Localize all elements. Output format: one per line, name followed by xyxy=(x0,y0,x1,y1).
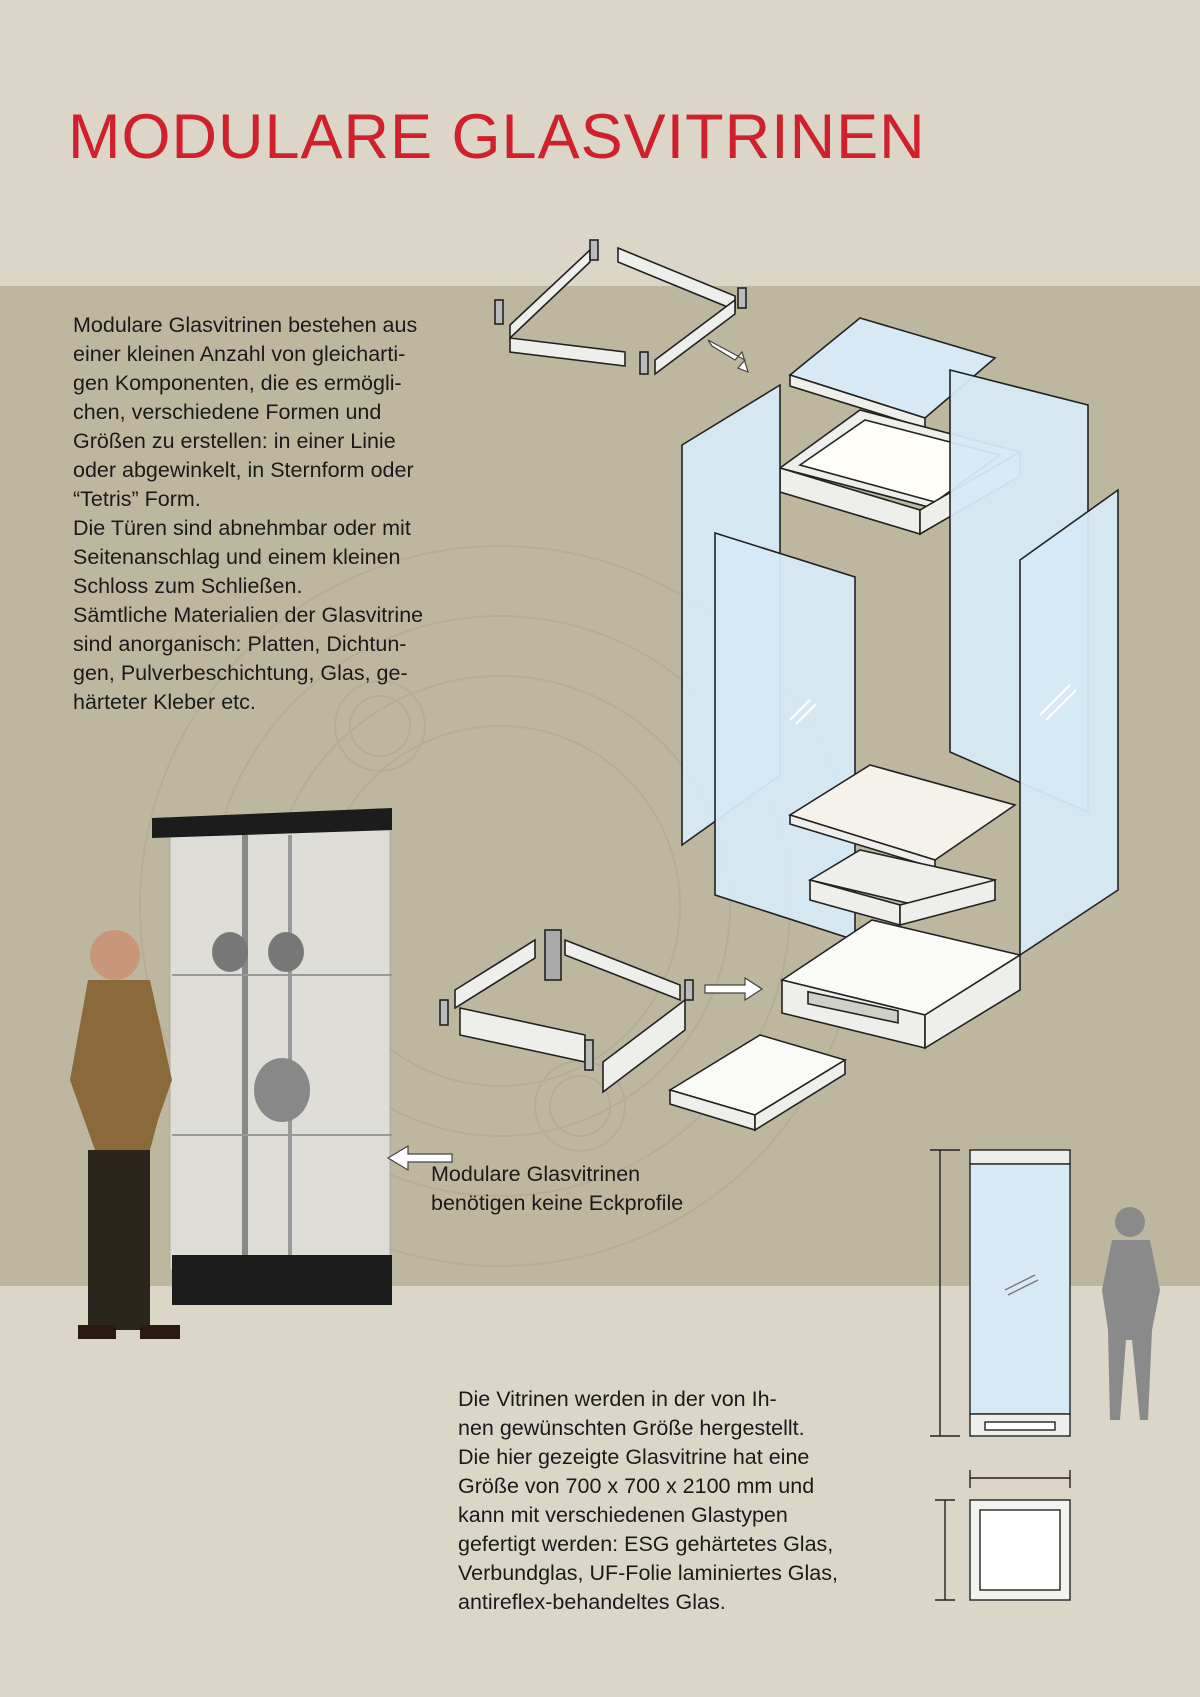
size-line: Die hier gezeigte Glasvitrine hat eine xyxy=(458,1445,810,1469)
size-line: Verbundglas, UF-Folie laminiertes Glas, xyxy=(458,1561,838,1585)
size-line: gefertigt werden: ESG gehärtetes Glas, xyxy=(458,1532,834,1556)
size-line: Größe von 700 x 700 x 2100 mm und xyxy=(458,1474,815,1498)
size-paragraph: Die Vitrinen werden in der von Ih- nen g… xyxy=(458,1385,838,1617)
intro-line: Sämtliche Materialien der Glasvitrine xyxy=(73,603,424,627)
person-silhouette xyxy=(1102,1207,1160,1420)
size-line: Die Vitrinen werden in der von Ih- xyxy=(458,1387,777,1411)
exploded-view-diagram xyxy=(439,239,1119,1132)
caption-line: Modulare Glasvitrinen xyxy=(431,1162,641,1186)
intro-line: gen Komponenten, die es ermögli- xyxy=(73,371,402,395)
page-title: MODULARE GLASVITRINEN xyxy=(68,102,926,172)
intro-line: gen, Pulverbeschichtung, Glas, ge- xyxy=(73,661,408,685)
drawer xyxy=(668,1034,847,1132)
showcase-photo xyxy=(70,808,392,1339)
intro-line: Größen zu erstellen: in einer Linie xyxy=(73,429,396,453)
caption-no-corner-profiles: Modulare Glasvitrinen benötigen keine Ec… xyxy=(431,1160,683,1218)
dimension-drawing xyxy=(930,1149,1071,1601)
intro-line: oder abgewinkelt, in Sternform oder xyxy=(73,458,414,482)
arrow-icon xyxy=(704,976,764,1002)
arrow-icon xyxy=(707,339,749,374)
size-line: nen gewünschten Größe hergestellt. xyxy=(458,1416,805,1440)
intro-line: Modulare Glasvitrinen bestehen aus xyxy=(73,313,418,337)
intro-line: härteter Kleber etc. xyxy=(73,690,256,714)
intro-line: Die Türen sind abnehmbar oder mit xyxy=(73,516,411,540)
person-figure xyxy=(70,930,180,1339)
intro-paragraph: Modulare Glasvitrinen bestehen aus einer… xyxy=(73,311,423,717)
intro-line: einer kleinen Anzahl von gleicharti- xyxy=(73,342,406,366)
arrow-icon xyxy=(386,1144,453,1172)
bottom-frame-rails xyxy=(439,929,694,1094)
intro-line: chen, verschiedene Formen und xyxy=(73,400,382,424)
caption-line: benötigen keine Eckprofile xyxy=(431,1191,684,1215)
bottom-tray xyxy=(807,849,998,927)
top-frame-rails xyxy=(494,239,747,376)
size-line: kann mit verschiedenen Glastypen xyxy=(458,1503,788,1527)
glass-panels xyxy=(681,368,1119,957)
base-box xyxy=(780,919,1023,1050)
intro-line: Seitenanschlag und einem kleinen xyxy=(73,545,401,569)
size-line: antireflex-behandeltes Glas. xyxy=(458,1590,726,1614)
intro-line: sind anorganisch: Platten, Dichtun- xyxy=(73,632,407,656)
intro-line: “Tetris” Form. xyxy=(73,487,201,511)
intro-line: Schloss zum Schließen. xyxy=(73,574,303,598)
